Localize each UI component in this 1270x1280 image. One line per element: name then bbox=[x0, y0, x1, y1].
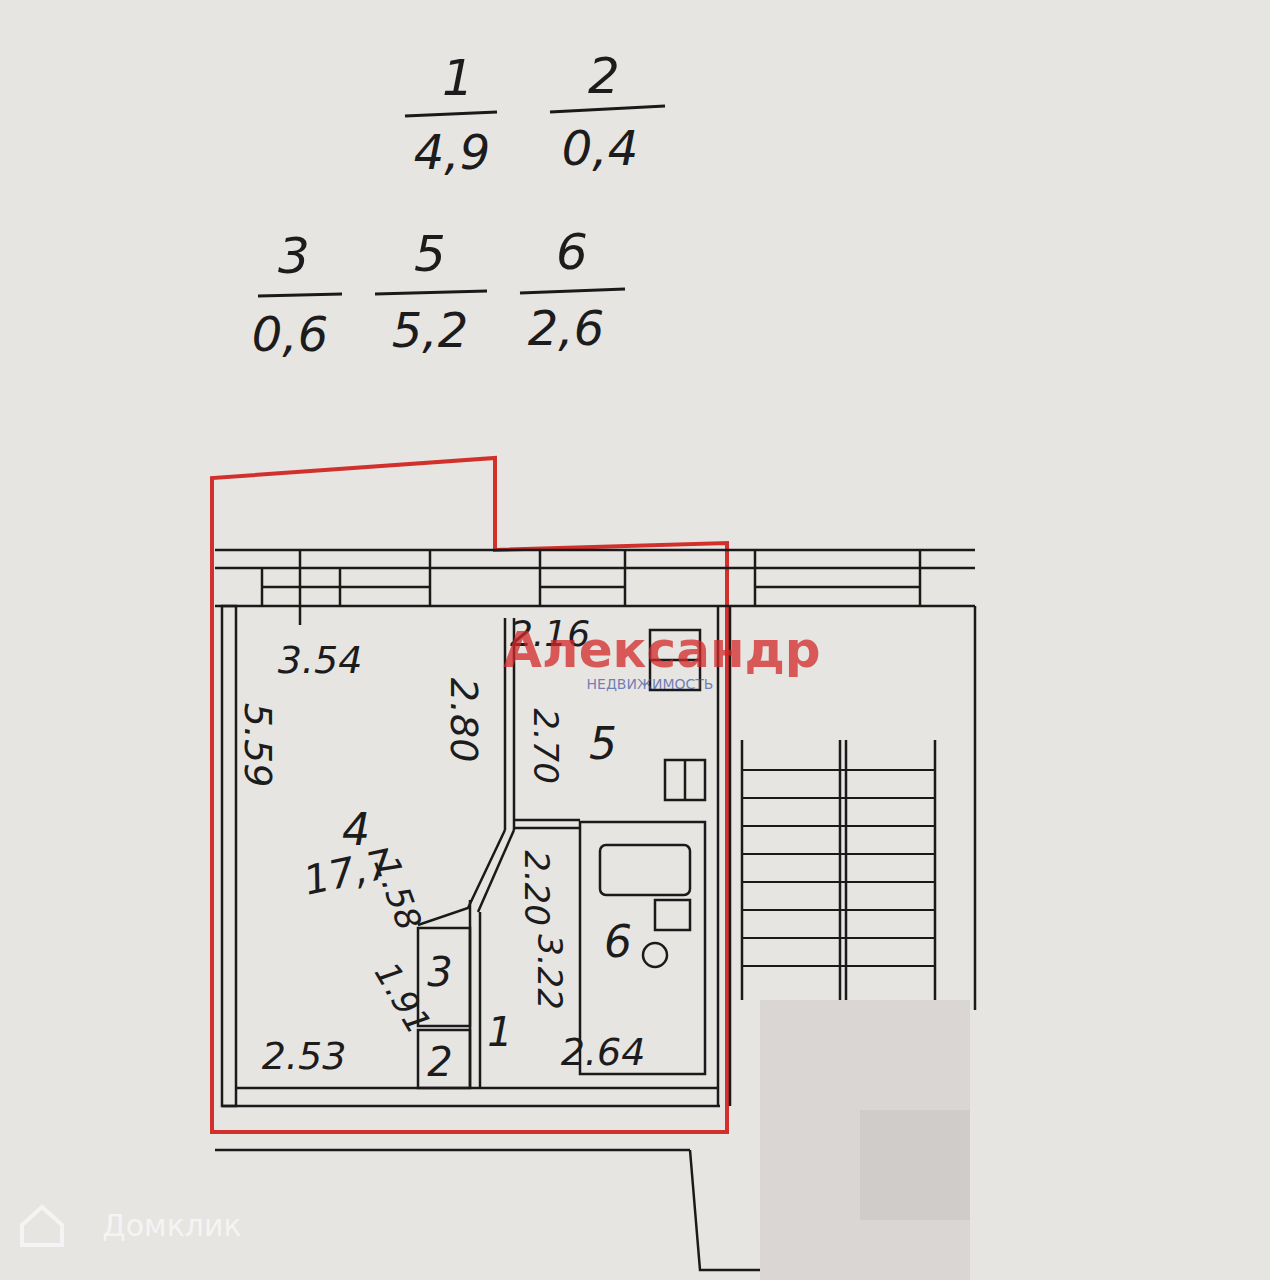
dimension: 2.20 bbox=[520, 850, 554, 926]
area-fraction: 0,6 bbox=[252, 310, 328, 358]
dimension: 2.80 bbox=[445, 678, 483, 763]
room-number: 4 bbox=[342, 808, 370, 852]
watermark: НЕДВИЖИМОСТЬ bbox=[587, 677, 714, 691]
area-fraction: 2 bbox=[588, 51, 620, 101]
room-number: 5 bbox=[589, 722, 617, 766]
dimension: 2.64 bbox=[561, 1033, 646, 1071]
watermark: Александр bbox=[503, 625, 820, 675]
watermark: Домклик bbox=[102, 1211, 241, 1241]
room-number: 1 bbox=[487, 1012, 512, 1052]
dimension: 2.70 bbox=[529, 708, 563, 784]
dimension: 3.54 bbox=[278, 641, 363, 679]
area-fraction: 0,4 bbox=[562, 124, 638, 172]
area-fraction: 1 bbox=[442, 53, 474, 103]
dimension: 1.91 bbox=[369, 957, 436, 1040]
area-fraction: 3 bbox=[278, 231, 310, 281]
dimension: 5.59 bbox=[239, 703, 277, 788]
dimension: 2.53 bbox=[262, 1037, 347, 1075]
area-fraction: 4,9 bbox=[414, 128, 490, 176]
dimension: 1.58 bbox=[369, 852, 427, 935]
room-number: 6 bbox=[604, 920, 632, 964]
room-number: 3 bbox=[427, 952, 452, 992]
area-fraction: 2,6 bbox=[528, 304, 604, 352]
area-fraction: 5 bbox=[414, 229, 446, 279]
area-fraction: 6 bbox=[556, 227, 588, 277]
room-number: 2 bbox=[427, 1042, 452, 1082]
area-fraction: 5,2 bbox=[392, 306, 468, 354]
dimension: 3.22 bbox=[533, 934, 567, 1010]
room: 2 bbox=[420, 1032, 468, 1086]
